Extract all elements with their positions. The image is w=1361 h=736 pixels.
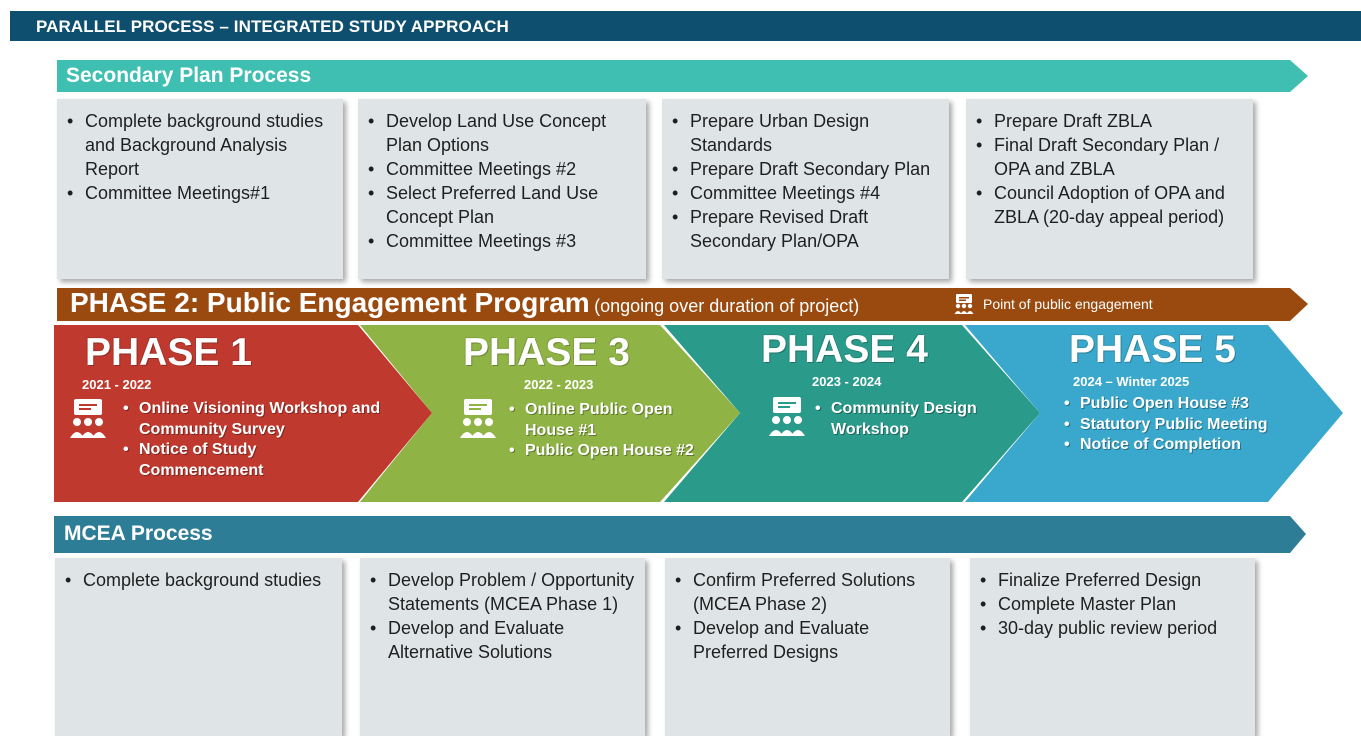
phase-1-years: 2021 - 2022 — [82, 377, 152, 392]
list-item: Confirm Preferred Solutions (MCEA Phase … — [675, 568, 940, 616]
phase-4-items: Community Design Workshop — [815, 399, 1015, 440]
list-item: Prepare Draft ZBLA — [976, 109, 1243, 133]
phase-4-years: 2023 - 2024 — [812, 374, 882, 389]
public-engagement-icon — [767, 396, 807, 443]
phase-5-title: PHASE 5 — [1069, 328, 1236, 371]
phase-4-title: PHASE 4 — [761, 328, 928, 371]
list-item: Develop and Evaluate Alternative Solutio… — [370, 616, 635, 664]
phase-5-items: Public Open House #3 Statutory Public Me… — [1064, 394, 1304, 456]
secondary-box-1: Complete background studies and Backgrou… — [57, 99, 343, 279]
phase-5-years: 2024 – Winter 2025 — [1073, 374, 1190, 389]
list-item: Prepare Draft Secondary Plan — [672, 157, 939, 181]
list-item: Prepare Urban Design Standards — [672, 109, 939, 157]
list-item: Complete Master Plan — [980, 592, 1245, 616]
secondary-plan-label: Secondary Plan Process — [66, 64, 312, 87]
list-item: Develop Land Use Concept Plan Options — [368, 109, 636, 157]
list-item: Finalize Preferred Design — [980, 568, 1245, 592]
list-item: Public Open House #3 — [1064, 394, 1304, 415]
page-title: PARALLEL PROCESS – INTEGRATED STUDY APPR… — [36, 17, 509, 36]
mcea-box-2: Develop Problem / Opportunity Statements… — [360, 558, 645, 736]
phase-3-title: PHASE 3 — [463, 331, 630, 374]
list-item: Notice of Study Commencement — [123, 440, 383, 481]
list-item: Complete background studies and Backgrou… — [67, 109, 333, 181]
list-item: Committee Meetings #4 — [672, 181, 939, 205]
list-item: Council Adoption of OPA and ZBLA (20-day… — [976, 181, 1243, 229]
public-engagement-icon — [68, 398, 108, 445]
list-item: Committee Meetings #2 — [368, 157, 636, 181]
mcea-box-4: Finalize Preferred Design Complete Maste… — [970, 558, 1255, 736]
list-item: Notice of Completion — [1064, 435, 1304, 456]
list-item: Committee Meetings #3 — [368, 229, 636, 253]
list-item: Online Visioning Workshop and Community … — [123, 399, 383, 440]
engagement-title: PHASE 2: Public Engagement Program — [70, 287, 590, 318]
mcea-box-3: Confirm Preferred Solutions (MCEA Phase … — [665, 558, 950, 736]
list-item: Public Open House #2 — [509, 441, 709, 462]
engagement-program-label: PHASE 2: Public Engagement Program (ongo… — [70, 287, 859, 319]
phase-1-items: Online Visioning Workshop and Community … — [123, 399, 383, 481]
secondary-box-3: Prepare Urban Design Standards Prepare D… — [662, 99, 949, 279]
phase-3-items: Online Public Open House #1 Public Open … — [509, 400, 709, 462]
list-item: Online Public Open House #1 — [509, 400, 709, 441]
list-item: Committee Meetings#1 — [67, 181, 333, 205]
list-item: Develop and Evaluate Preferred Designs — [675, 616, 940, 664]
engagement-legend: Point of public engagement — [953, 293, 1153, 315]
list-item: 30-day public review period — [980, 616, 1245, 640]
list-item: Select Preferred Land Use Concept Plan — [368, 181, 636, 229]
list-item: Develop Problem / Opportunity Statements… — [370, 568, 635, 616]
public-engagement-icon — [458, 398, 498, 445]
list-item: Final Draft Secondary Plan / OPA and ZBL… — [976, 133, 1243, 181]
mcea-band — [54, 516, 1306, 553]
header-bar — [10, 11, 1361, 41]
mcea-box-1: Complete background studies — [55, 558, 342, 736]
secondary-box-2: Develop Land Use Concept Plan Options Co… — [358, 99, 646, 279]
list-item: Complete background studies — [65, 568, 332, 592]
phase-3-years: 2022 - 2023 — [524, 377, 594, 392]
public-engagement-icon — [954, 294, 974, 314]
list-item: Community Design Workshop — [815, 399, 1015, 440]
secondary-box-4: Prepare Draft ZBLA Final Draft Secondary… — [966, 99, 1253, 279]
mcea-label: MCEA Process — [64, 522, 213, 545]
engagement-legend-label: Point of public engagement — [983, 296, 1153, 312]
phase-1-title: PHASE 1 — [85, 331, 252, 374]
list-item: Statutory Public Meeting — [1064, 415, 1304, 436]
engagement-subtitle: (ongoing over duration of project) — [594, 296, 860, 316]
list-item: Prepare Revised Draft Secondary Plan/OPA — [672, 205, 939, 253]
